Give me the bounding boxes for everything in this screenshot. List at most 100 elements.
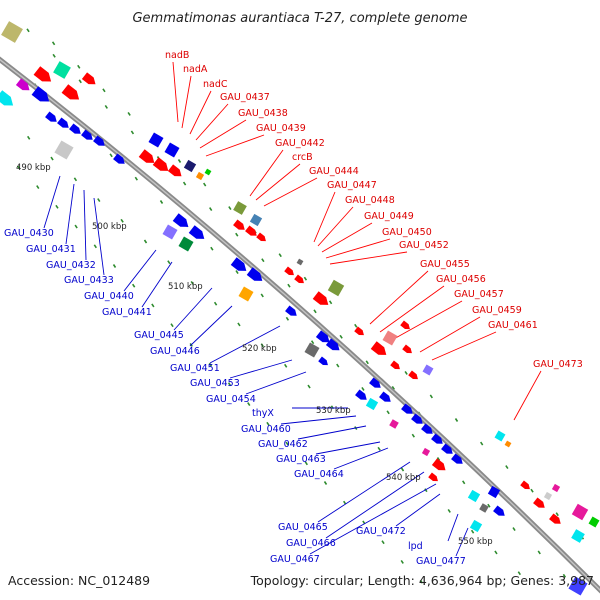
leader-line	[249, 149, 284, 197]
gene-arrow	[402, 344, 412, 354]
gene-box	[148, 132, 164, 148]
gene-arrow	[172, 213, 189, 227]
track-tick	[52, 53, 56, 58]
track-tick	[424, 488, 428, 493]
scale-label: 540 kbp	[386, 473, 421, 483]
track-tick	[512, 527, 516, 532]
track-tick	[313, 309, 317, 314]
gene-box	[249, 213, 263, 227]
gene-arrow	[421, 423, 433, 434]
track-tick	[480, 441, 484, 446]
gene-box	[551, 483, 561, 493]
track-tick	[134, 176, 138, 181]
gene-arrow	[69, 123, 81, 134]
gene-box	[238, 286, 254, 302]
track-tick	[336, 363, 340, 368]
track-tick	[77, 64, 81, 69]
track-tick	[16, 165, 21, 170]
track-tick	[303, 276, 308, 281]
track-tick	[391, 385, 395, 390]
leader-line	[313, 191, 336, 243]
gene-arrow	[245, 225, 257, 236]
leader-line	[189, 305, 233, 347]
track-tick	[190, 281, 194, 285]
gene-box	[382, 330, 398, 346]
gene-arrow	[533, 497, 545, 508]
gene-box	[571, 529, 585, 543]
track-tick	[419, 579, 424, 584]
leader-line	[513, 370, 542, 421]
gene-label: GAU_0465	[278, 522, 328, 533]
gene-label: GAU_0461	[488, 320, 538, 331]
track-tick	[537, 550, 541, 555]
gene-label: GAU_0466	[286, 538, 336, 549]
gene-arrow	[138, 149, 155, 163]
track-tick	[102, 88, 106, 93]
gene-label: crcB	[292, 152, 313, 163]
track-tick	[177, 159, 182, 163]
track-tick	[462, 480, 466, 485]
track-tick	[285, 316, 290, 321]
accession-text: Accession: NC_012489	[8, 573, 151, 588]
gene-arrow	[369, 377, 381, 388]
gene-arrow	[294, 274, 304, 284]
gene-arrow	[61, 84, 80, 100]
gene-box	[479, 503, 489, 513]
gene-arrow	[230, 257, 247, 271]
leader-line	[333, 447, 389, 470]
gene-label: GAU_0452	[399, 240, 449, 251]
track-tick	[78, 79, 82, 84]
gene-box	[543, 491, 553, 501]
gene-arrow	[408, 370, 418, 380]
gene-arrow	[325, 338, 340, 351]
leader-line	[317, 206, 354, 247]
leader-line	[205, 134, 265, 157]
gene-label: GAU_0453	[190, 378, 240, 389]
leader-line	[431, 331, 497, 361]
track-tick	[97, 198, 101, 202]
gene-arrow	[0, 90, 14, 106]
gene-box	[162, 224, 178, 240]
map-title: Gemmatimonas aurantiaca T-27, complete g…	[132, 11, 467, 26]
track-tick	[381, 540, 385, 545]
track-tick	[404, 370, 408, 375]
track-tick	[237, 322, 241, 327]
track-tick	[132, 283, 136, 288]
topology-text: Topology: circular; Length: 4,636,964 bp…	[250, 573, 594, 588]
gene-label: GAU_0456	[436, 274, 486, 285]
track-tick	[228, 206, 232, 211]
gene-box	[195, 171, 205, 181]
track-tick	[447, 509, 451, 513]
gene-arrow	[315, 330, 330, 343]
gene-arrow	[57, 117, 69, 128]
track-tick	[266, 421, 270, 426]
gene-box	[1, 21, 23, 43]
gene-label: GAU_0441	[102, 307, 152, 318]
track-tick	[454, 418, 459, 422]
gene-arrow	[370, 341, 387, 355]
gene-label: GAU_0451	[170, 363, 220, 374]
leader-line	[309, 483, 437, 555]
leader-line	[325, 471, 425, 539]
gene-box	[183, 159, 197, 173]
leader-line	[321, 222, 373, 253]
leader-line	[391, 300, 463, 341]
gene-arrow	[45, 111, 57, 122]
gene-box	[469, 519, 483, 533]
track-tick	[517, 571, 521, 576]
track-tick	[278, 253, 282, 258]
track-tick	[310, 340, 315, 345]
track-tick	[304, 461, 308, 466]
gene-box	[53, 61, 71, 79]
track-tick	[284, 363, 288, 368]
track-tick	[213, 301, 218, 306]
track-tick	[235, 270, 239, 275]
track-tick	[209, 207, 213, 212]
track-tick	[203, 182, 207, 187]
gene-label: GAU_0455	[420, 259, 470, 270]
gene-label: GAU_0450	[382, 227, 432, 238]
leader-line	[173, 287, 213, 331]
gene-arrow	[431, 433, 443, 444]
track-tick	[127, 111, 131, 116]
scale-label: 530 kbp	[316, 406, 351, 416]
